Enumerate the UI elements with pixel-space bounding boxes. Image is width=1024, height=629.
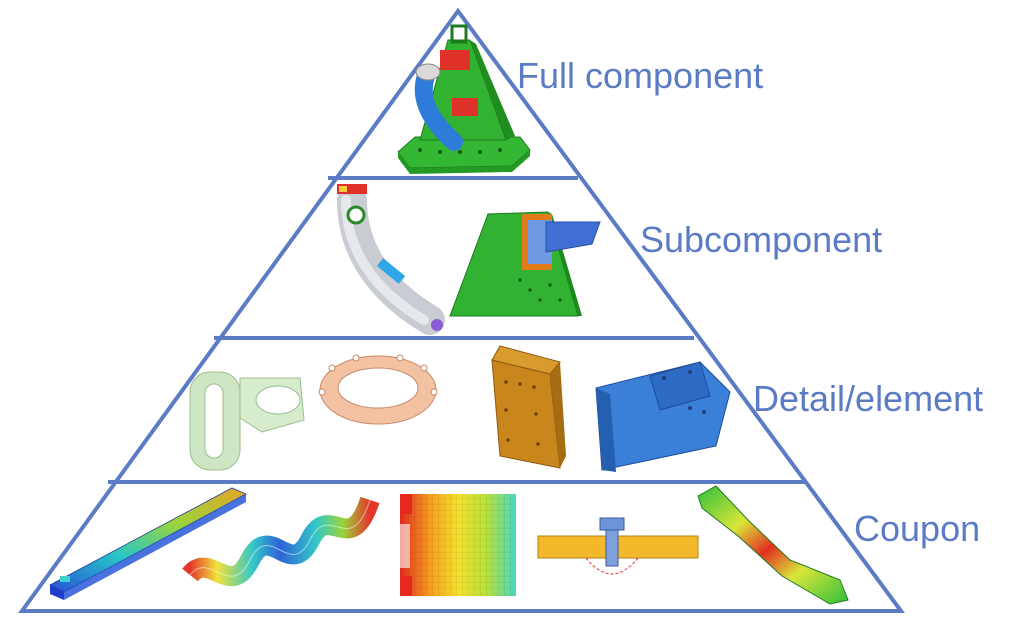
- full-component-model: [397, 24, 531, 174]
- tier-label-detail-element: Detail/element: [753, 378, 984, 419]
- tier-label-coupon: Coupon: [854, 508, 981, 549]
- detail-sage-fitting-model: [189, 371, 305, 471]
- detail-copper-ring-model: [318, 354, 438, 425]
- coupon-beam-model: [49, 487, 247, 600]
- coupon-heatmap-model: [400, 494, 516, 596]
- coupon-fastener-joint-model: [537, 517, 699, 575]
- tier-label-subcomponent: Subcomponent: [640, 219, 883, 260]
- pyramid-outline: [18, 7, 905, 613]
- detail-bronze-plate-model: [491, 345, 566, 469]
- subcomponent-bracket-model: [449, 211, 601, 317]
- detail-blue-bracket-model: [595, 361, 731, 472]
- tier-label-full-component: Full component: [517, 55, 764, 96]
- coupon-dogbone-model: [697, 485, 849, 605]
- subcomponent-pipe-model: [337, 184, 445, 335]
- coupon-corrugated-model: [182, 496, 380, 587]
